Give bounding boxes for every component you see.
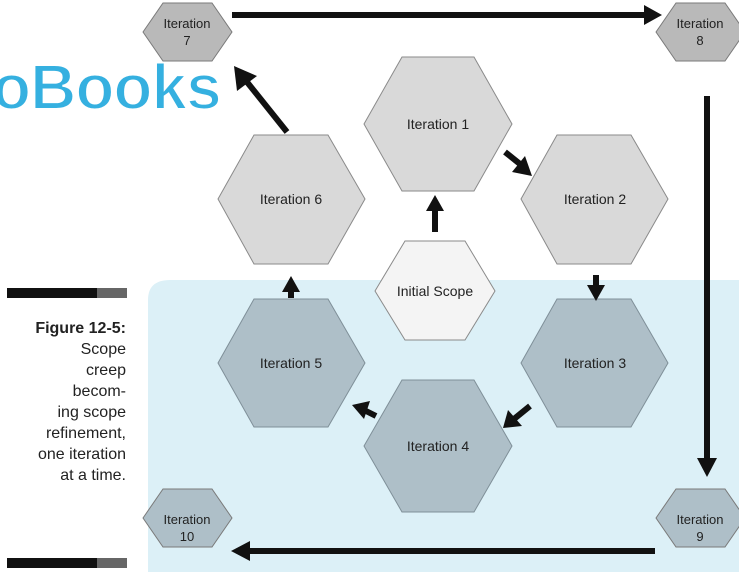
caption-line: refinement, xyxy=(45,425,126,442)
caption-line: ing scope xyxy=(57,404,127,421)
hexagon-number: 9 xyxy=(696,529,703,544)
hexagon-label: Initial Scope xyxy=(397,283,473,299)
arrow-7-to-8 xyxy=(232,5,662,25)
hexagon-iteration-7: Iteration 7 xyxy=(142,2,233,62)
hexagon-iteration-2: Iteration 2 xyxy=(520,134,669,265)
arrow-8-to-9 xyxy=(697,96,717,477)
figure-caption: Figure 12-5: Scope creep becom- ing scop… xyxy=(35,318,126,486)
arrow-1-to-2 xyxy=(503,149,532,176)
hexagon-label: Iteration 6 xyxy=(260,191,322,207)
hexagon-iteration-9: Iteration 9 xyxy=(655,488,739,548)
hexagon-number: 8 xyxy=(696,33,703,48)
hexagon-label: Iteration xyxy=(677,512,724,527)
hexagon-label: Iteration 3 xyxy=(564,355,626,371)
hexagon-iteration-1: Iteration 1 xyxy=(363,56,513,192)
arrow-initial-to-1 xyxy=(426,195,444,232)
hexagon-iteration-10: Iteration 10 xyxy=(142,488,233,548)
hexagon-label: Iteration 1 xyxy=(407,116,469,132)
caption-line: creep xyxy=(85,362,126,379)
arrow-4-to-5 xyxy=(352,401,378,419)
hexagon-iteration-5: Iteration 5 xyxy=(217,298,366,428)
hexagon-initial-scope: Initial Scope xyxy=(374,240,496,341)
hexagon-iteration-8: Iteration 8 xyxy=(655,2,739,62)
hexagon-iteration-3: Iteration 3 xyxy=(520,298,669,428)
hexagon-iteration-4: Iteration 4 xyxy=(363,379,513,513)
figure-label: Figure 12-5: xyxy=(35,320,126,337)
hexagon-label: Iteration 2 xyxy=(564,191,626,207)
caption-top-rule xyxy=(7,288,127,298)
arrow-5-to-6 xyxy=(282,276,300,298)
hexagon-number: 10 xyxy=(180,529,194,544)
hexagon-label: Iteration xyxy=(164,512,211,527)
arrow-2-to-3 xyxy=(587,275,605,301)
hexagon-number: 7 xyxy=(183,33,190,48)
caption-line: becom- xyxy=(72,383,126,400)
caption-bottom-rule xyxy=(7,558,127,568)
caption-line: Scope xyxy=(80,341,126,358)
hexagon-label: Iteration 4 xyxy=(407,438,469,454)
arrow-6-to-7 xyxy=(234,66,290,134)
hexagon-label: Iteration xyxy=(164,16,211,31)
hexagon-label: Iteration 5 xyxy=(260,355,322,371)
caption-line: at a time. xyxy=(60,467,126,484)
hexagon-iteration-6: Iteration 6 xyxy=(217,134,366,265)
arrow-3-to-4 xyxy=(503,403,532,428)
hexagon-label: Iteration xyxy=(677,16,724,31)
arrow-9-to-10 xyxy=(231,541,655,561)
caption-line: one iteration xyxy=(37,446,126,463)
